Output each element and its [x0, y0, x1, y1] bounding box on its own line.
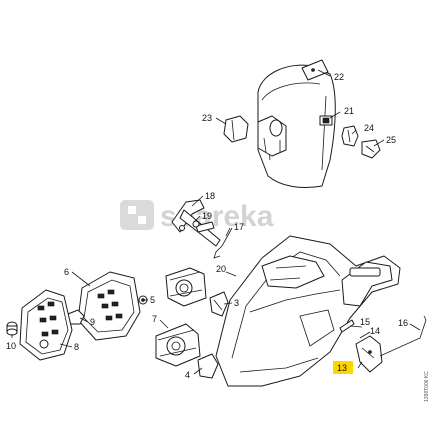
callout-19: 19 [202, 211, 212, 221]
part-17-wire [213, 227, 233, 259]
callout-14: 14 [370, 326, 380, 336]
part-3-connector [209, 291, 229, 317]
part-15-pin [339, 319, 355, 333]
part-18-19-linkage [171, 199, 221, 247]
callout-5: 5 [150, 295, 155, 305]
watermark-logo-icon [120, 200, 154, 230]
callout-4: 4 [185, 370, 190, 380]
callout-9: 9 [90, 317, 95, 327]
part-6-air-filter [77, 271, 141, 341]
part-25-clip [361, 139, 381, 159]
callout-16: 16 [398, 318, 408, 328]
reference-code: 1288T006 KC [424, 371, 430, 402]
part-rear-handle-housing [215, 235, 401, 387]
part-7-8-baffle [19, 289, 73, 361]
part-4-boot [197, 353, 219, 379]
callout-24: 24 [364, 123, 374, 133]
part-20-carburetor [165, 267, 207, 307]
part-22-plate [301, 59, 329, 81]
part-top-cover [257, 64, 336, 189]
callout-6: 6 [64, 267, 69, 277]
callout-17: 17 [234, 222, 244, 232]
part-24-clip [341, 125, 359, 147]
callout-13: 13 [337, 363, 347, 373]
callout-3: 3 [234, 298, 239, 308]
callout-15: 15 [360, 317, 370, 327]
callout-labels: 22 21 23 24 25 18 19 17 20 3 5 6 7 9 8 1… [6, 72, 408, 380]
callout-20: 20 [216, 264, 226, 274]
part-10-cap [6, 321, 18, 336]
callout-22: 22 [334, 72, 344, 82]
callout-21: 21 [344, 106, 354, 116]
highlight-box [333, 361, 353, 374]
callout-18: 18 [205, 191, 215, 201]
callout-23: 23 [202, 113, 212, 123]
callout-7: 7 [152, 314, 157, 324]
leader-lines [11, 69, 421, 375]
callout-25: 25 [386, 135, 396, 145]
part-23-knob [223, 115, 249, 143]
callout-10: 10 [6, 341, 16, 351]
callout-8: 8 [74, 342, 79, 352]
part-carburetor-lower [155, 323, 201, 367]
part-16-rod [379, 315, 427, 357]
part-13-14-trigger [355, 335, 383, 373]
